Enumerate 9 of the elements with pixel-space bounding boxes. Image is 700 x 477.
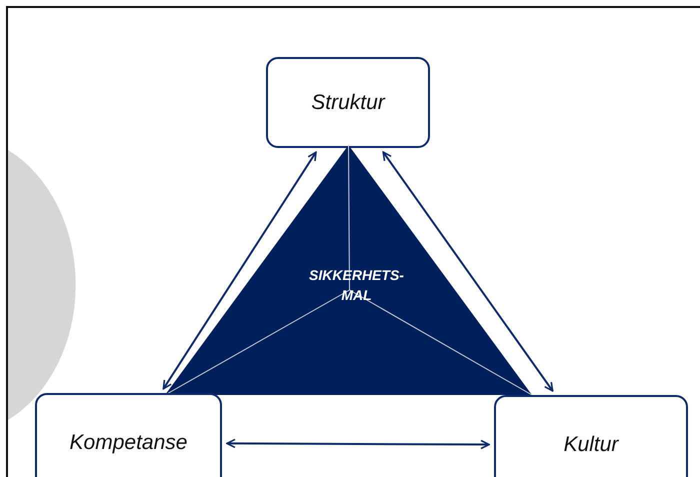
double-arrow (162, 151, 317, 390)
rounded-box (266, 57, 430, 148)
box-label: Kultur (564, 433, 618, 457)
double-arrow (226, 438, 490, 450)
box-label: Kompetanse (70, 431, 188, 455)
rounded-box (35, 393, 222, 477)
box-label: Struktur (311, 90, 385, 114)
rounded-box (494, 395, 688, 477)
double-arrow (382, 151, 554, 392)
